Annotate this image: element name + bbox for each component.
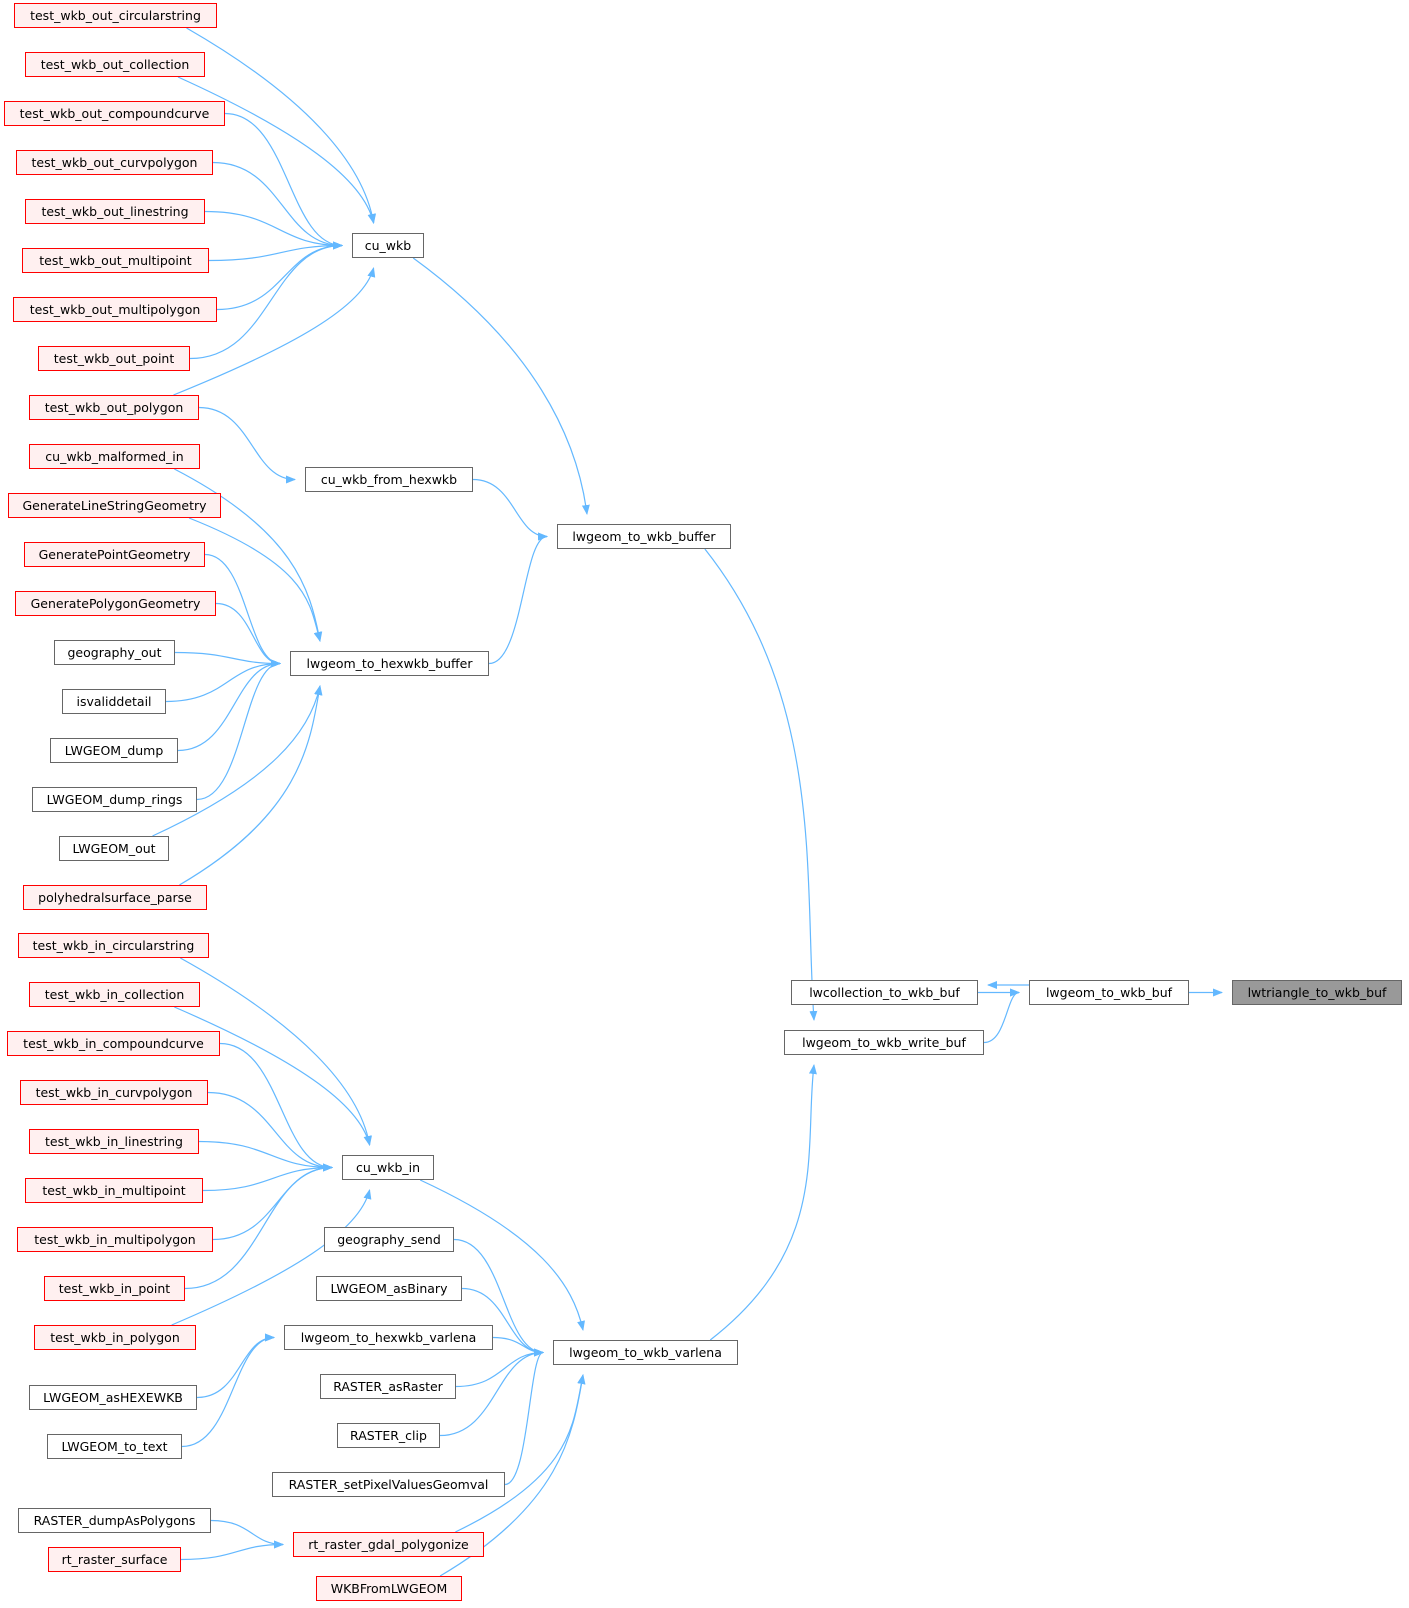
edge-n37-to-n5 [419,1179,585,1331]
graph-node-lwgeom-to-wkb-write-buf[interactable]: lwgeom_to_wkb_write_buf [784,1030,984,1055]
graph-node-geography-send[interactable]: geography_send [324,1227,454,1252]
graph-node-lwgeom-dump-rings[interactable]: LWGEOM_dump_rings [32,787,197,812]
edge-n46-to-n47 [210,1519,284,1549]
edge-n8-to-n4 [488,532,548,665]
edge-n7-to-n4 [472,478,548,541]
graph-node-lwcollection-to-wkb-buf[interactable]: lwcollection_to_wkb_buf [791,980,978,1005]
edge-n45-to-n5 [504,1348,544,1486]
edge-n18-to-n8 [174,468,323,642]
graph-node-cu-wkb-in[interactable]: cu_wkb_in [342,1155,434,1180]
graph-node-test-wkb-in-compoundcurve[interactable]: test_wkb_in_compoundcurve [7,1031,220,1056]
edge-n25-to-n8 [196,659,281,801]
graph-node-lwgeom-to-text[interactable]: LWGEOM_to_text [47,1434,182,1459]
edge-n3-to-n1 [983,988,1020,1044]
edge-n30-to-n37 [219,1042,333,1172]
edge-n31-to-n37 [207,1091,333,1172]
graph-node-test-wkb-out-circularstring[interactable]: test_wkb_out_circularstring [14,3,217,28]
edge-n14-to-n6 [208,241,343,262]
graph-node-lwtriangle-to-wkb-buf[interactable]: lwtriangle_to_wkb_buf [1232,980,1402,1005]
graph-node-raster-asraster[interactable]: RASTER_asRaster [320,1374,456,1399]
edge-n29-to-n37 [174,1006,372,1146]
graph-node-test-wkb-out-multipolygon[interactable]: test_wkb_out_multipolygon [13,297,217,322]
graph-node-generatelinestringgeometry[interactable]: GenerateLineStringGeometry [8,493,221,518]
graph-node-cu-wkb-malformed-in[interactable]: cu_wkb_malformed_in [29,444,200,469]
edge-n28-to-n37 [180,957,372,1146]
graph-node-test-wkb-in-linestring[interactable]: test_wkb_in_linestring [29,1129,199,1154]
graph-node-test-wkb-out-compoundcurve[interactable]: test_wkb_out_compoundcurve [4,101,225,126]
graph-node-lwgeom-to-hexwkb-buffer[interactable]: lwgeom_to_hexwkb_buffer [290,651,489,676]
edge-n48-to-n47 [180,1540,284,1561]
graph-node-test-wkb-in-collection[interactable]: test_wkb_in_collection [29,982,200,1007]
edge-n43-to-n5 [455,1348,544,1388]
graph-node-test-wkb-in-curvpolygon[interactable]: test_wkb_in_curvpolygon [20,1080,208,1105]
graph-node-isvaliddetail[interactable]: isvaliddetail [62,689,166,714]
graph-node-generatepointgeometry[interactable]: GeneratePointGeometry [24,542,205,567]
graph-node-cu-wkb-from-hexwkb[interactable]: cu_wkb_from_hexwkb [305,467,473,492]
edge-n36-to-n37 [171,1189,372,1326]
graph-node-rt-raster-gdal-polygonize[interactable]: rt_raster_gdal_polygonize [293,1532,484,1557]
edge-n19-to-n8 [188,517,322,642]
edge-n15-to-n6 [216,241,343,311]
edge-n22-to-n8 [174,651,281,668]
edge-n27-to-n8 [179,685,323,886]
edge-n17-to-n6 [173,267,376,396]
edge-n16-to-n6 [189,241,343,360]
edge-n6-to-n4 [412,257,590,515]
edge-n5-to-n3 [709,1064,817,1341]
edge-n23-to-n8 [165,659,281,703]
graph-node-lwgeom-dump[interactable]: LWGEOM_dump [50,738,178,763]
graph-node-lwgeom-to-wkb-buffer[interactable]: lwgeom_to_wkb_buffer [557,524,731,549]
graph-node-generatepolygongeometry[interactable]: GeneratePolygonGeometry [15,591,216,616]
graph-node-test-wkb-in-polygon[interactable]: test_wkb_in_polygon [34,1325,196,1350]
edge-n26-to-n8 [152,685,322,837]
graph-node-test-wkb-out-linestring[interactable]: test_wkb_out_linestring [25,199,205,224]
graph-node-test-wkb-out-point[interactable]: test_wkb_out_point [38,346,190,371]
edge-n13-to-n6 [204,210,343,250]
graph-node-test-wkb-out-curvpolygon[interactable]: test_wkb_out_curvpolygon [16,150,213,175]
graph-node-lwgeom-asbinary[interactable]: LWGEOM_asBinary [316,1276,462,1301]
graph-node-lwgeom-ashexewkb[interactable]: LWGEOM_asHEXEWKB [29,1385,197,1410]
graph-node-test-wkb-out-multipoint[interactable]: test_wkb_out_multipoint [22,248,209,273]
graph-node-cu-wkb[interactable]: cu_wkb [352,233,424,258]
edge-n47-to-n5 [455,1374,586,1533]
graph-node-test-wkb-out-polygon[interactable]: test_wkb_out_polygon [29,395,199,420]
graph-node-test-wkb-in-point[interactable]: test_wkb_in_point [44,1276,185,1301]
graph-node-raster-clip[interactable]: RASTER_clip [337,1423,440,1448]
graph-node-wkbfromlwgeom[interactable]: WKBFromLWGEOM [316,1576,462,1601]
graph-node-geography-out[interactable]: geography_out [54,640,175,665]
graph-node-test-wkb-in-multipoint[interactable]: test_wkb_in_multipoint [25,1178,203,1203]
edge-n10-to-n6 [177,76,376,224]
graph-node-rt-raster-surface[interactable]: rt_raster_surface [48,1547,181,1572]
edge-n33-to-n37 [202,1163,333,1192]
edge-n38-to-n5 [453,1238,544,1357]
edge-n24-to-n8 [177,659,281,752]
edge-n12-to-n6 [212,161,343,250]
graph-node-lwgeom-out[interactable]: LWGEOM_out [59,836,169,861]
graph-node-test-wkb-in-multipolygon[interactable]: test_wkb_in_multipolygon [17,1227,213,1252]
edge-n35-to-n37 [184,1163,333,1290]
edge-n40-to-n5 [492,1336,544,1357]
graph-node-test-wkb-in-circularstring[interactable]: test_wkb_in_circularstring [18,933,209,958]
edge-n41-to-n40 [196,1333,275,1399]
graph-node-test-wkb-out-collection[interactable]: test_wkb_out_collection [25,52,205,77]
graph-node-lwgeom-to-wkb-buf[interactable]: lwgeom_to_wkb_buf [1029,980,1189,1005]
graph-node-raster-dumpaspolygons[interactable]: RASTER_dumpAsPolygons [18,1508,211,1533]
graph-node-raster-setpixelvaluesgeomval[interactable]: RASTER_setPixelValuesGeomval [272,1472,505,1497]
edge-n32-to-n37 [198,1140,333,1172]
edge-n9-to-n6 [186,27,377,224]
edge-n39-to-n5 [461,1287,544,1357]
edge-n20-to-n8 [204,553,281,668]
edge-n11-to-n6 [224,112,343,250]
edge-n42-to-n40 [181,1333,275,1448]
graph-node-polyhedralsurface-parse[interactable]: polyhedralsurface_parse [23,885,207,910]
edge-n44-to-n5 [439,1348,544,1437]
graph-node-lwgeom-to-wkb-varlena[interactable]: lwgeom_to_wkb_varlena [553,1340,738,1365]
edge-n17-to-n7 [198,406,296,484]
edge-n4-to-n3 [704,548,818,1021]
graph-node-lwgeom-to-hexwkb-varlena[interactable]: lwgeom_to_hexwkb_varlena [284,1325,493,1350]
